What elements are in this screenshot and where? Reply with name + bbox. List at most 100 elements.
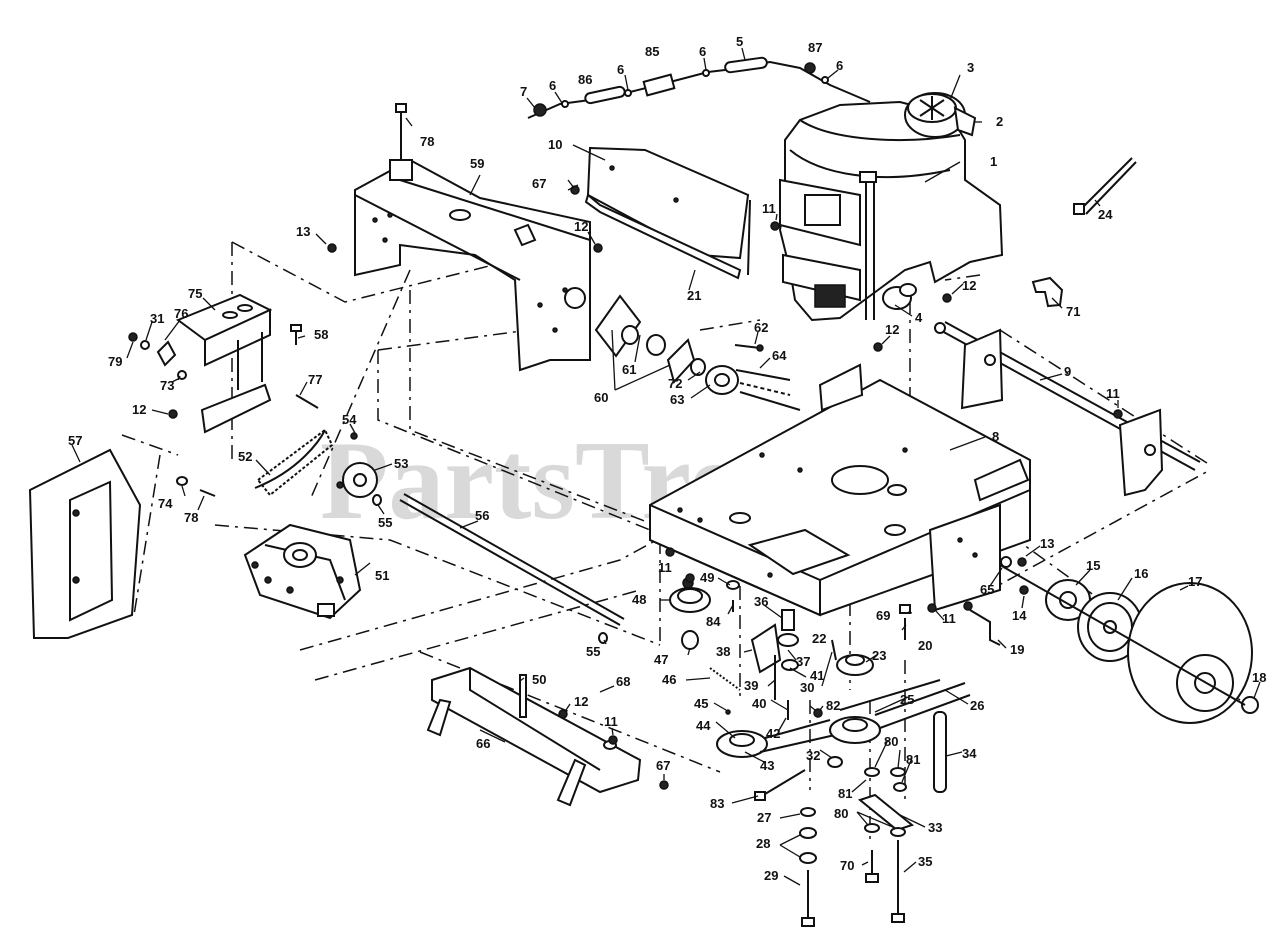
shaft-56 (399, 493, 625, 626)
engine (778, 92, 1004, 322)
callout-78: 78 (420, 134, 434, 149)
callout-58: 58 (314, 327, 328, 342)
callout-46: 46 (662, 672, 676, 687)
callout-20: 20 (918, 638, 932, 653)
callout-87: 87 (808, 40, 822, 55)
callout-63: 63 (670, 392, 684, 407)
callout-45: 45 (694, 696, 708, 711)
callout-49: 49 (700, 570, 714, 585)
callout-35: 35 (918, 854, 932, 869)
callout-81: 81 (838, 786, 852, 801)
throttle-cable-assembly (527, 56, 871, 119)
callout-56: 56 (475, 508, 489, 523)
callout-59: 59 (470, 156, 484, 171)
spring-46 (709, 667, 741, 691)
callout-55: 55 (378, 515, 392, 530)
callout-64: 64 (772, 348, 787, 363)
callout-33: 33 (928, 820, 942, 835)
callout-30: 30 (800, 680, 814, 695)
callout-57: 57 (68, 433, 82, 448)
callout-50: 50 (532, 672, 546, 687)
center-pulleys (669, 577, 874, 676)
callout-78: 78 (184, 510, 198, 525)
callout-6: 6 (549, 78, 556, 93)
callout-2: 2 (996, 114, 1003, 129)
callout-13: 13 (1040, 536, 1054, 551)
callout-47: 47 (654, 652, 668, 667)
callout-72: 72 (668, 376, 682, 391)
axle-assembly (934, 321, 1201, 497)
callout-12: 12 (132, 402, 146, 417)
callout-80: 80 (834, 806, 848, 821)
callout-54: 54 (342, 412, 357, 427)
callout-6: 6 (617, 62, 624, 77)
elbow-fitting (1031, 276, 1064, 308)
callout-31: 31 (150, 311, 164, 326)
callout-10: 10 (548, 137, 562, 152)
callout-12: 12 (885, 322, 899, 337)
callout-84: 84 (706, 614, 721, 629)
callout-71: 71 (1066, 304, 1080, 319)
callout-61: 61 (622, 362, 636, 377)
bracket-75 (175, 293, 273, 434)
callout-29: 29 (764, 868, 778, 883)
deck (649, 363, 1031, 617)
callout-51: 51 (375, 568, 389, 583)
callout-15: 15 (1086, 558, 1100, 573)
hitch-66 (426, 666, 642, 807)
callout-34: 34 (962, 746, 977, 761)
callout-55: 55 (586, 644, 600, 659)
callout-66: 66 (476, 736, 490, 751)
callout-82: 82 (826, 698, 840, 713)
callout-6: 6 (699, 44, 706, 59)
callout-74: 74 (158, 496, 173, 511)
callout-80: 80 (884, 734, 898, 749)
callout-83: 83 (710, 796, 724, 811)
callout-11: 11 (942, 611, 956, 626)
plate-33 (857, 767, 915, 837)
callout-17: 17 (1188, 574, 1202, 589)
wheel-assembly (999, 564, 1259, 724)
callout-11: 11 (604, 714, 618, 729)
callout-52: 52 (238, 449, 252, 464)
callout-labels: 1 2 3 4 5 6 6 6 6 7 8 9 10 11 11 11 11 1… (68, 34, 1266, 883)
callout-86: 86 (578, 72, 592, 87)
callout-28: 28 (756, 836, 770, 851)
callout-9: 9 (1064, 364, 1071, 379)
callout-69: 69 (876, 608, 890, 623)
callout-75: 75 (188, 286, 202, 301)
callout-5: 5 (736, 34, 743, 49)
callout-36: 36 (754, 594, 768, 609)
callout-62: 62 (754, 320, 768, 335)
callout-70: 70 (840, 858, 854, 873)
callout-7: 7 (520, 84, 527, 99)
callout-53: 53 (394, 456, 408, 471)
callout-79: 79 (108, 354, 122, 369)
panel-10 (584, 146, 751, 280)
callout-11: 11 (762, 201, 776, 216)
leader-lines (71, 47, 1261, 886)
bolt-78-top (389, 103, 413, 181)
callout-3: 3 (967, 60, 974, 75)
callout-81: 81 (906, 752, 920, 767)
callout-14: 14 (1012, 608, 1027, 623)
callout-65: 65 (980, 582, 994, 597)
dipstick (1073, 157, 1137, 215)
callout-23: 23 (872, 648, 886, 663)
callout-32: 32 (806, 748, 820, 763)
callout-11: 11 (658, 560, 672, 575)
callout-22: 22 (812, 631, 826, 646)
spindle-34 (933, 711, 947, 793)
callout-24: 24 (1098, 207, 1113, 222)
callout-1: 1 (990, 154, 997, 169)
bearing-pulley-assembly (594, 294, 801, 411)
callout-8: 8 (992, 429, 999, 444)
chain-sprocket (254, 428, 378, 498)
main-frame (354, 158, 591, 372)
callout-48: 48 (632, 592, 646, 607)
small-hardware (128, 185, 1123, 790)
callout-60: 60 (594, 390, 608, 405)
callout-12: 12 (574, 219, 588, 234)
callout-12: 12 (962, 278, 976, 293)
